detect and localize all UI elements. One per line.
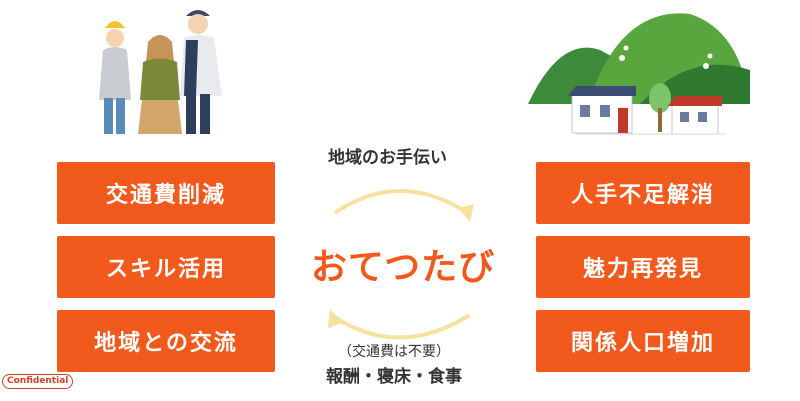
bottom-label: 報酬・寝床・食事	[326, 367, 462, 387]
top-label: 地域のお手伝い	[328, 148, 447, 168]
traveler-middle	[138, 35, 182, 134]
center-title: おてつたび	[310, 247, 496, 288]
arrow-top	[334, 189, 468, 214]
mountains	[528, 13, 750, 104]
traveler-left	[99, 21, 131, 134]
left-box-1: 交通費削減	[57, 162, 275, 224]
tree	[649, 83, 671, 132]
arrow-bottom-head	[328, 310, 344, 328]
left-box-2: スキル活用	[57, 236, 275, 298]
house-right	[668, 96, 722, 135]
house-left	[568, 86, 636, 134]
chimney-smoke	[619, 45, 713, 69]
right-box-2: 魅力再発見	[536, 236, 750, 298]
right-box-1: 人手不足解消	[536, 162, 750, 224]
bottom-note: （交通費は不要）	[338, 344, 450, 360]
right-box-3: 関係人口増加	[536, 310, 750, 372]
left-box-3: 地域との交流	[57, 310, 275, 372]
confidential-badge: Confidential	[2, 374, 74, 389]
arrow-bottom	[334, 314, 470, 340]
arrow-top-head	[458, 204, 474, 222]
traveler-right	[180, 10, 222, 134]
